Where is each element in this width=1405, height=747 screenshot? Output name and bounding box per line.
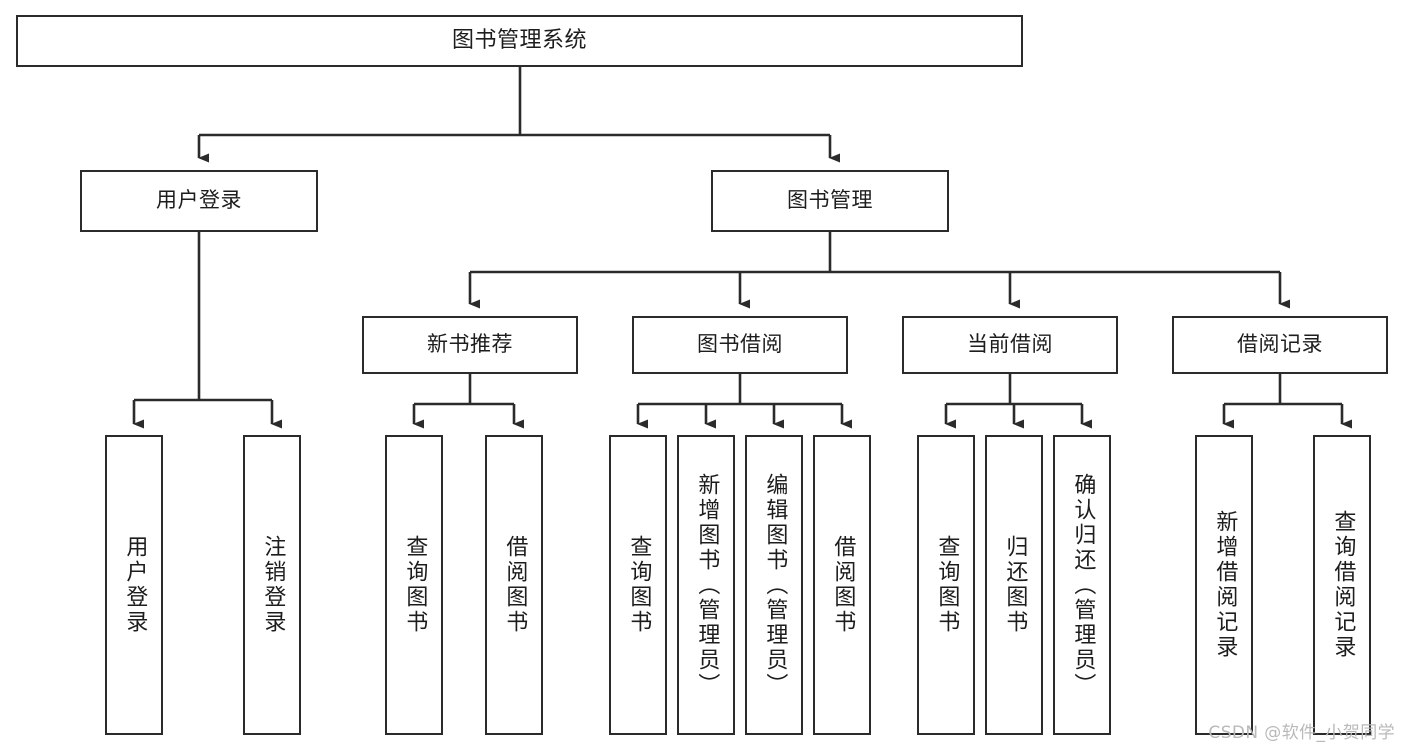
node-leaf-confirm-return-label: 确认归还（管理员） (1070, 472, 1096, 698)
csdn-watermark: CSDN @软件_小贺同学 (1208, 723, 1395, 743)
node-leaf-edit-book[interactable]: 编辑图书（管理员） (745, 435, 803, 735)
node-leaf-query-book-2-label: 查询图书 (626, 535, 652, 635)
node-leaf-query-borrow-record-label: 查询借阅记录 (1330, 510, 1356, 660)
node-leaf-confirm-return[interactable]: 确认归还（管理员） (1053, 435, 1111, 735)
node-user-login[interactable]: 用户登录 (80, 170, 318, 232)
node-leaf-query-borrow-record[interactable]: 查询借阅记录 (1313, 435, 1371, 735)
node-book-borrow[interactable]: 图书借阅 (632, 316, 848, 374)
node-root-label: 图书管理系统 (451, 27, 587, 53)
node-new-book-recommend-label: 新书推荐 (427, 332, 513, 357)
node-leaf-query-book-1-label: 查询图书 (402, 535, 428, 635)
node-book-manage[interactable]: 图书管理 (711, 170, 949, 232)
node-book-borrow-label: 图书借阅 (697, 332, 783, 357)
node-leaf-add-book-label: 新增图书（管理员） (694, 472, 720, 698)
node-leaf-query-book-3[interactable]: 查询图书 (917, 435, 975, 735)
node-current-borrow[interactable]: 当前借阅 (902, 316, 1118, 374)
node-new-book-recommend[interactable]: 新书推荐 (362, 316, 578, 374)
node-leaf-borrow-book-2-label: 借阅图书 (830, 535, 856, 635)
node-leaf-user-logout[interactable]: 注销登录 (243, 435, 301, 735)
node-leaf-add-borrow-record[interactable]: 新增借阅记录 (1195, 435, 1253, 735)
node-current-borrow-label: 当前借阅 (967, 332, 1053, 357)
node-borrow-record[interactable]: 借阅记录 (1172, 316, 1388, 374)
node-leaf-user-logout-label: 注销登录 (260, 535, 286, 635)
node-leaf-borrow-book-2[interactable]: 借阅图书 (813, 435, 871, 735)
node-leaf-return-book[interactable]: 归还图书 (985, 435, 1043, 735)
node-leaf-add-borrow-record-label: 新增借阅记录 (1212, 510, 1238, 660)
node-leaf-user-login[interactable]: 用户登录 (105, 435, 163, 735)
node-leaf-user-login-label: 用户登录 (122, 535, 148, 635)
node-leaf-borrow-book-1[interactable]: 借阅图书 (485, 435, 543, 735)
node-leaf-edit-book-label: 编辑图书（管理员） (762, 472, 788, 698)
node-leaf-return-book-label: 归还图书 (1002, 535, 1028, 635)
node-root[interactable]: 图书管理系统 (16, 15, 1023, 67)
node-user-login-label: 用户登录 (156, 188, 242, 213)
node-book-manage-label: 图书管理 (787, 188, 873, 213)
node-leaf-query-book-3-label: 查询图书 (934, 535, 960, 635)
node-leaf-borrow-book-1-label: 借阅图书 (502, 535, 528, 635)
node-leaf-add-book[interactable]: 新增图书（管理员） (677, 435, 735, 735)
node-leaf-query-book-2[interactable]: 查询图书 (609, 435, 667, 735)
node-leaf-query-book-1[interactable]: 查询图书 (385, 435, 443, 735)
node-borrow-record-label: 借阅记录 (1237, 332, 1323, 357)
